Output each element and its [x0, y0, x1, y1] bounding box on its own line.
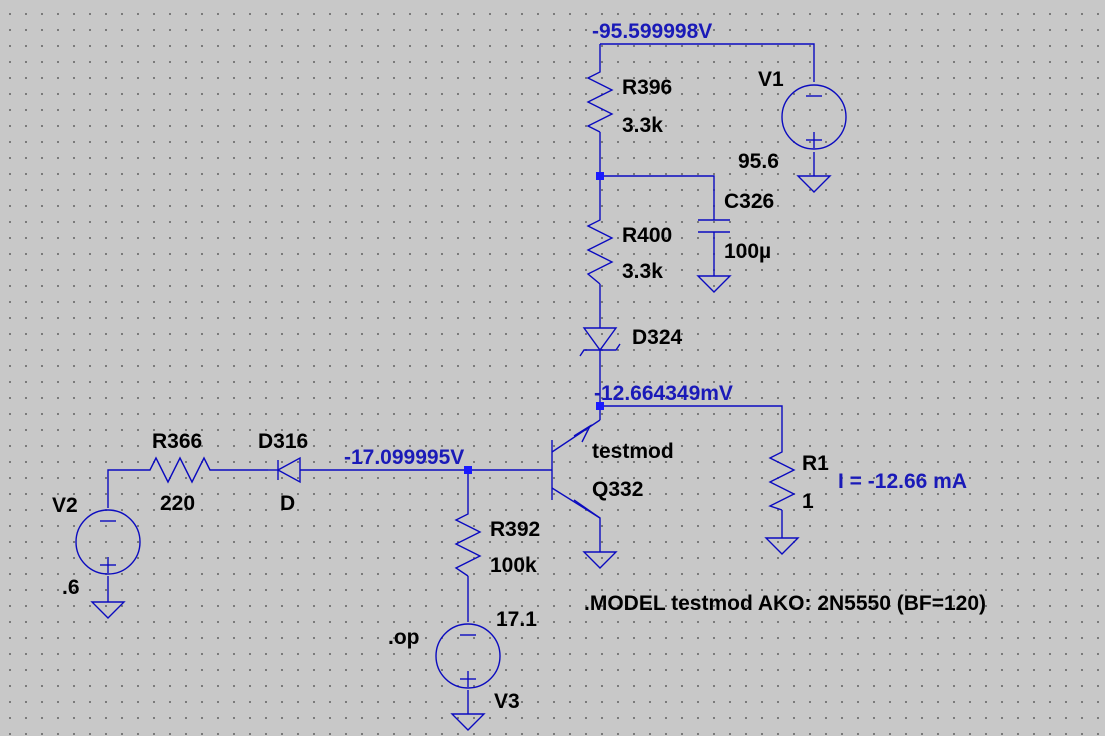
- resistor-r392[interactable]: [454, 508, 482, 577]
- probe-current-label: I = -12.66 mA: [838, 470, 967, 493]
- r400-name: R400: [622, 224, 672, 247]
- voltage-source-v1[interactable]: [781, 84, 847, 150]
- diode-d316[interactable]: [268, 456, 301, 484]
- voltage-source-v3[interactable]: [435, 623, 501, 689]
- r366-value: 220: [160, 492, 195, 515]
- wires: [107, 43, 815, 714]
- ground-icon: [796, 175, 832, 193]
- v3-value: 17.1: [496, 608, 537, 631]
- wire-top-supply[interactable]: [600, 43, 815, 82]
- junctions: [464, 172, 604, 474]
- v2-name: V2: [52, 494, 78, 517]
- node-voltage-base: -17.099995V: [344, 446, 464, 469]
- d324-name: D324: [632, 326, 683, 349]
- ground-symbols: [90, 175, 832, 731]
- resistor-r366[interactable]: [144, 456, 214, 484]
- zener-diode-d324[interactable]: [579, 327, 621, 357]
- r392-value: 100k: [490, 554, 537, 577]
- r1-name: R1: [802, 452, 829, 475]
- wire-v2-r366[interactable]: [107, 469, 144, 508]
- op-directive[interactable]: .op: [388, 626, 420, 649]
- v3-name: V3: [494, 690, 520, 713]
- c326-value: 100µ: [724, 240, 771, 263]
- junction-collector[interactable]: [596, 402, 604, 410]
- resistor-r1[interactable]: [768, 444, 796, 511]
- voltage-source-v2[interactable]: [75, 509, 141, 575]
- wire-emitter-gnd[interactable]: [573, 499, 601, 552]
- node-voltage-collector: -12.664349mV: [594, 382, 733, 405]
- resistor-r400[interactable]: [586, 212, 614, 285]
- wire-collector-r1[interactable]: [600, 405, 783, 444]
- ground-icon: [90, 601, 126, 619]
- r1-value: 1: [802, 490, 814, 513]
- ground-icon: [450, 713, 486, 731]
- v1-name: V1: [758, 68, 784, 91]
- c326-name: C326: [724, 190, 774, 213]
- ground-icon: [582, 551, 618, 569]
- v2-value: .6: [62, 576, 80, 599]
- r396-value: 3.3k: [622, 114, 663, 137]
- transistor-q332[interactable]: [551, 419, 601, 519]
- junction-r396-r400[interactable]: [596, 172, 604, 180]
- r400-value: 3.3k: [622, 260, 663, 283]
- r366-name: R366: [152, 430, 202, 453]
- model-directive[interactable]: .MODEL testmod AKO: 2N5550 (BF=120): [584, 592, 986, 615]
- q332-model: testmod: [592, 440, 674, 463]
- wire-cap-node[interactable]: [600, 175, 715, 220]
- d316-name: D316: [258, 430, 308, 453]
- q332-name: Q332: [592, 478, 643, 501]
- d316-model: D: [280, 492, 295, 515]
- r392-name: R392: [490, 518, 540, 541]
- capacitor-c326[interactable]: [698, 219, 730, 233]
- junction-base[interactable]: [464, 466, 472, 474]
- v1-value: 95.6: [738, 150, 779, 173]
- ground-icon: [696, 275, 732, 293]
- resistor-r396[interactable]: [586, 68, 614, 133]
- node-voltage-supply: -95.599998V: [592, 20, 712, 43]
- ground-icon: [764, 537, 800, 555]
- r396-name: R396: [622, 76, 672, 99]
